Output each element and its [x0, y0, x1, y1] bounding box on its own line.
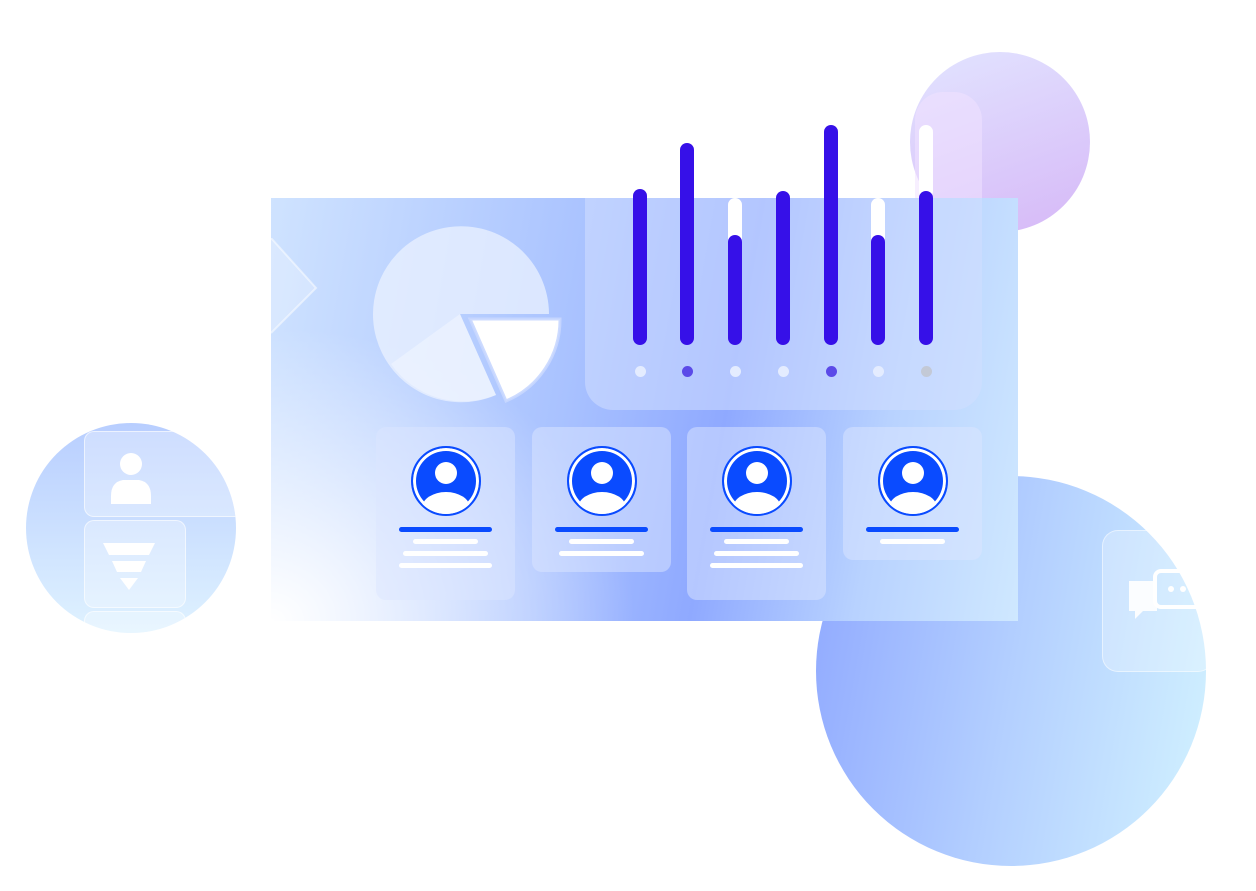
profile-card — [843, 427, 982, 560]
user-avatar-icon — [878, 446, 948, 516]
pie-chart-icon — [373, 226, 562, 403]
bar — [919, 191, 933, 345]
bar — [633, 188, 647, 345]
bar — [776, 191, 790, 345]
text-line — [399, 563, 492, 568]
chat-icon — [1129, 569, 1205, 619]
text-line — [413, 539, 478, 544]
funnel-icon — [103, 543, 155, 590]
text-line — [880, 539, 945, 544]
chevron-right-icon — [271, 238, 318, 334]
user-avatar-icon — [567, 446, 637, 516]
bar — [824, 125, 838, 345]
bar-dot — [777, 366, 789, 377]
bar-dot — [729, 366, 741, 377]
bar-ghost — [919, 125, 933, 198]
text-line — [569, 539, 634, 544]
bar — [680, 142, 694, 345]
name-line — [710, 527, 803, 532]
funnel-tile — [84, 520, 186, 608]
chat-card — [1102, 530, 1214, 672]
bar-gap — [871, 198, 885, 242]
text-line — [403, 551, 488, 556]
extra-tile — [84, 611, 186, 633]
user-avatar-icon — [411, 446, 481, 516]
bar-gap — [728, 198, 742, 242]
bar — [871, 235, 885, 345]
profile-card — [532, 427, 671, 572]
text-line — [710, 563, 803, 568]
bar — [728, 235, 742, 345]
name-line — [399, 527, 492, 532]
profile-card — [687, 427, 826, 600]
decor-circle-left — [26, 423, 236, 633]
profile-card — [376, 427, 515, 600]
text-line — [724, 539, 789, 544]
name-line — [555, 527, 648, 532]
bar-dot — [634, 366, 646, 377]
bar-dot — [825, 366, 837, 377]
bar-dot — [872, 366, 884, 377]
user-tile — [84, 431, 236, 517]
user-icon — [111, 453, 151, 504]
name-line — [866, 527, 959, 532]
text-line — [714, 551, 799, 556]
text-line — [559, 551, 644, 556]
bar-dot — [920, 366, 932, 377]
bar-dot — [681, 366, 693, 377]
user-avatar-icon — [722, 446, 792, 516]
